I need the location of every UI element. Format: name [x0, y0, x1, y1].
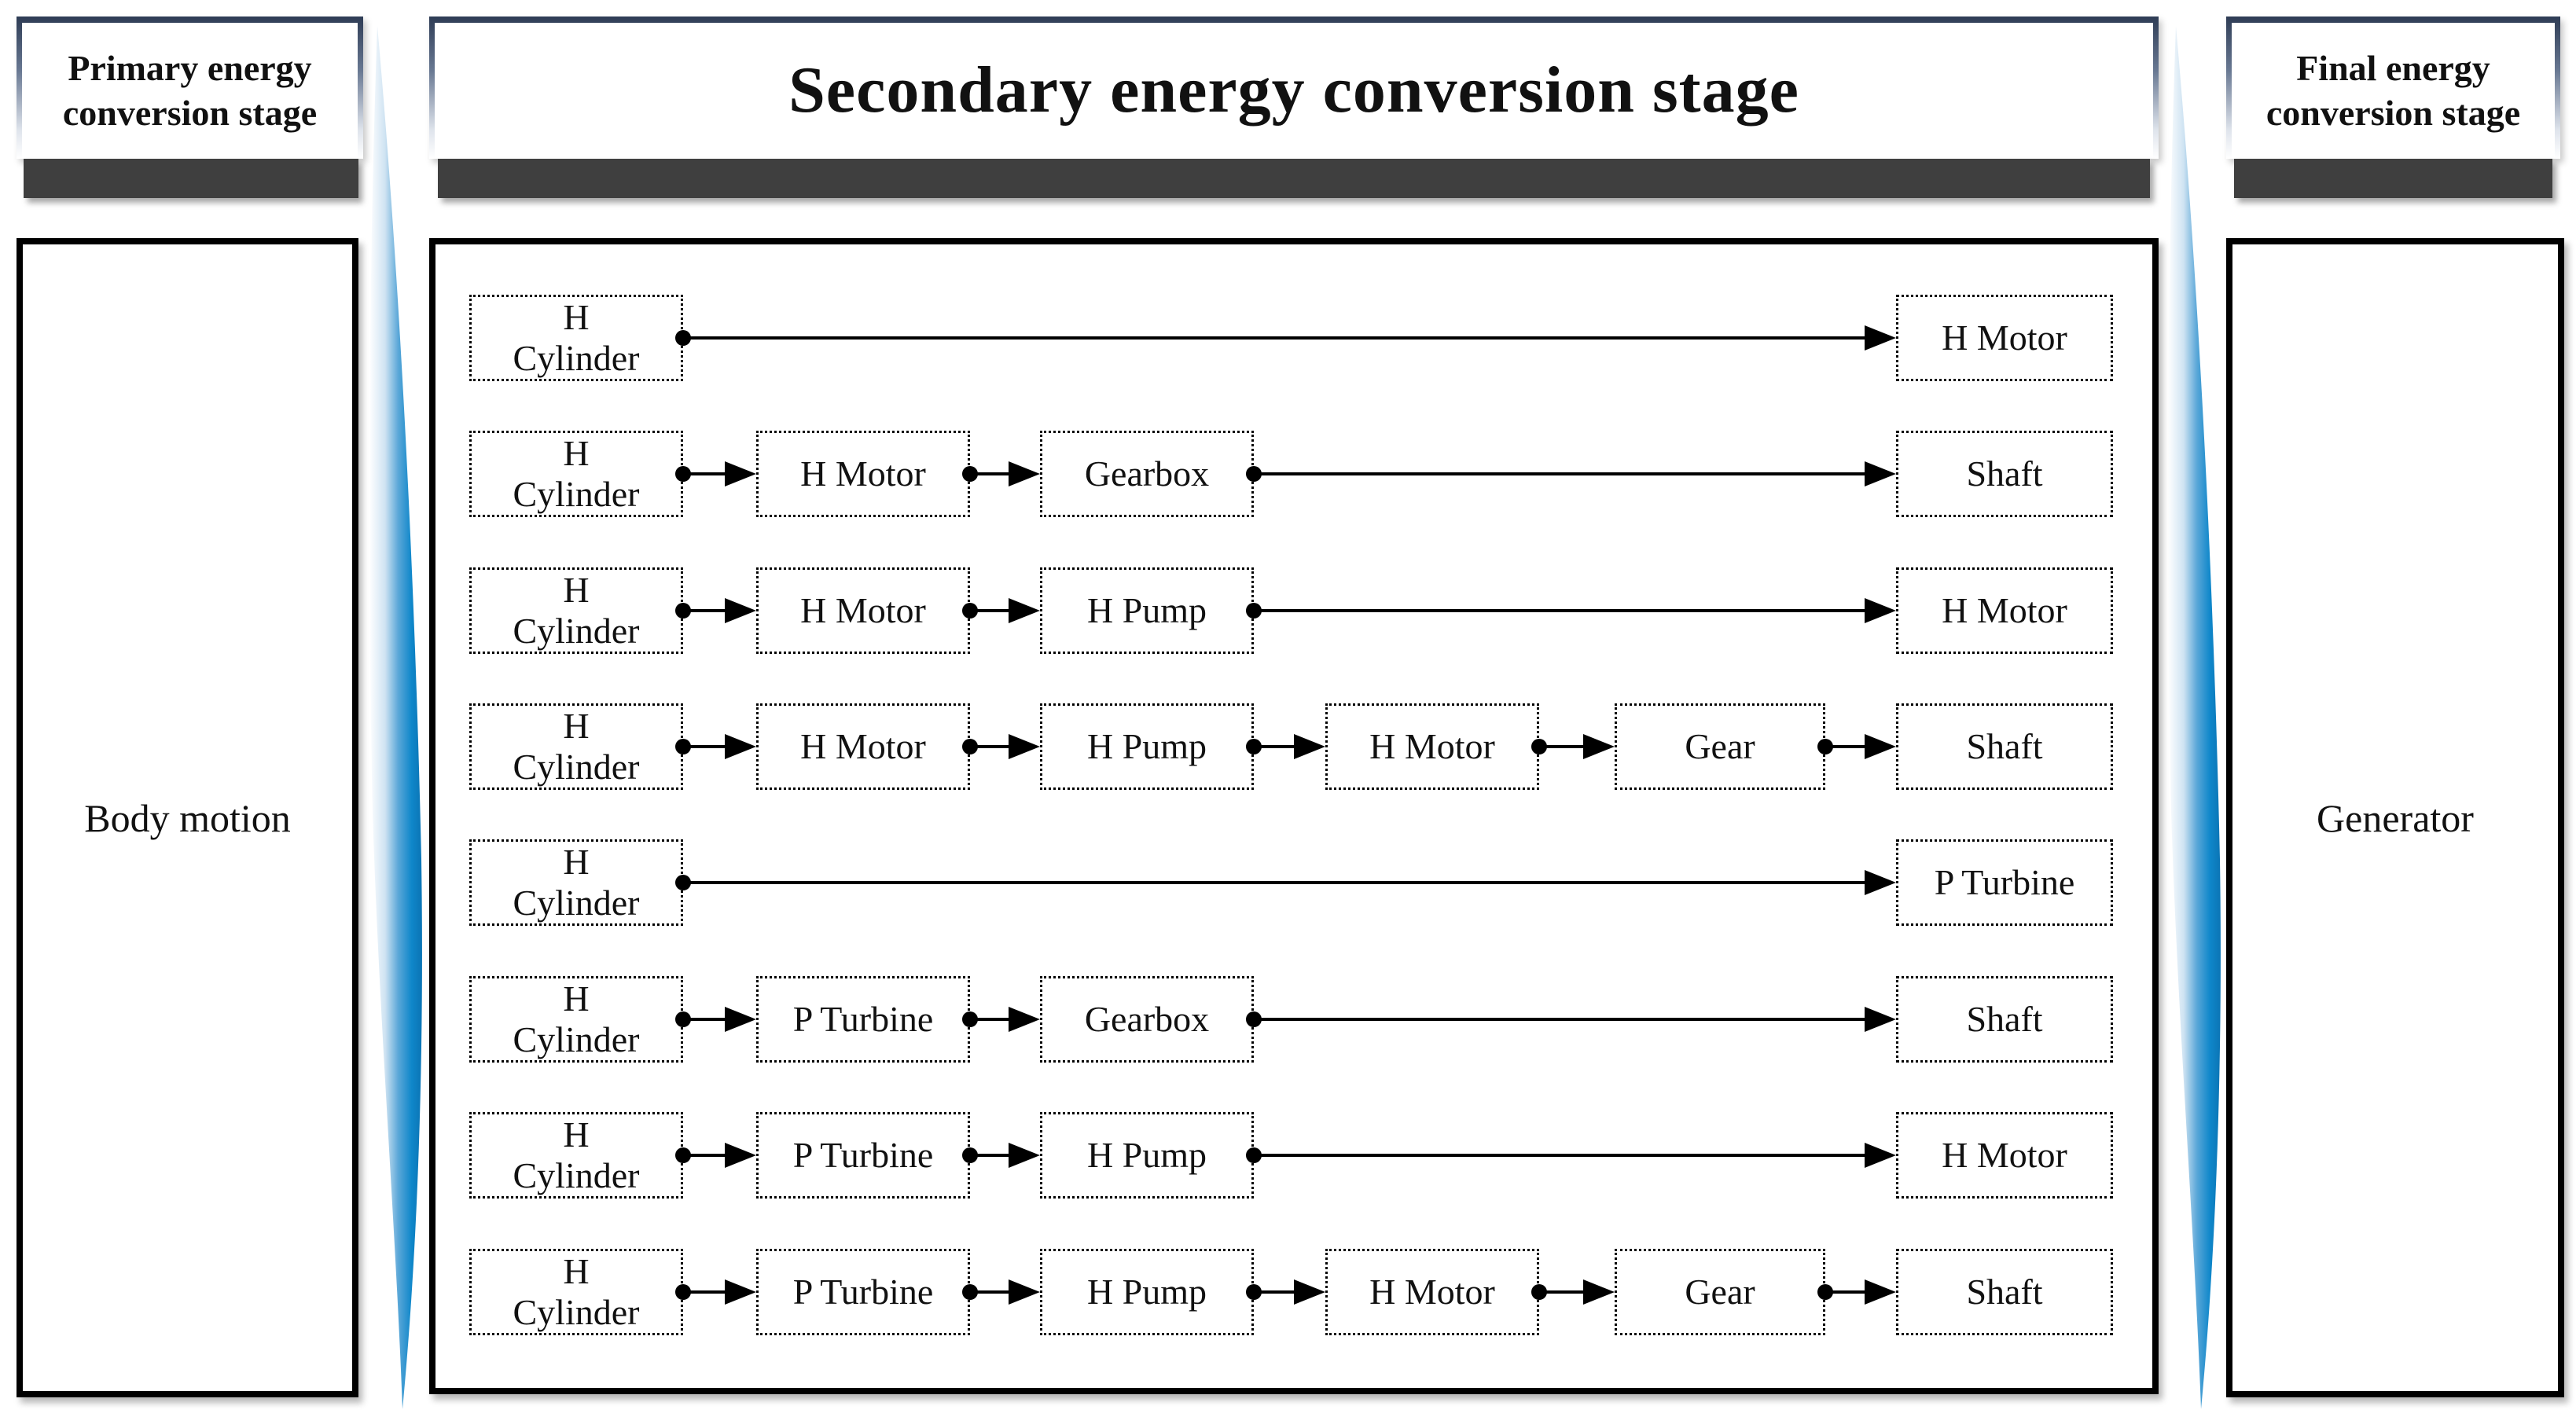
arrowhead-icon — [1865, 1007, 1896, 1032]
secondary-stage-title: Secondary energy conversion stage — [788, 53, 1799, 127]
arrowhead-icon — [1009, 1279, 1040, 1305]
flow-box: H Cylinder — [469, 1249, 683, 1335]
primary-stage-panel-label: Body motion — [84, 795, 291, 840]
secondary-stage-header-inner: Secondary energy conversion stage — [435, 23, 2153, 159]
energy-flow-swoosh-right — [2167, 26, 2221, 1409]
flow-box: H Motor — [756, 431, 970, 517]
arrowhead-icon — [1865, 461, 1896, 486]
flow-box: H Pump — [1040, 703, 1254, 790]
flow-box: Gear — [1615, 703, 1825, 790]
arrowhead-icon — [1865, 1279, 1896, 1305]
flow-box: H Motor — [1325, 703, 1539, 790]
flow-box: H Motor — [1896, 567, 2113, 654]
final-stage-bar — [2234, 159, 2552, 198]
connector-line — [683, 609, 729, 612]
arrowhead-icon — [1583, 1279, 1615, 1305]
flow-box: Shaft — [1896, 976, 2113, 1063]
flow-box: H Motor — [1325, 1249, 1539, 1335]
arrowhead-icon — [1009, 734, 1040, 759]
connector-line — [1254, 609, 1869, 612]
flow-box: H Motor — [756, 567, 970, 654]
flow-box: P Turbine — [1896, 839, 2113, 926]
flow-box: Shaft — [1896, 1249, 2113, 1335]
flow-box: H Cylinder — [469, 295, 683, 381]
connector-line — [970, 1290, 1013, 1294]
connector-line — [1254, 1018, 1869, 1021]
connector-line — [970, 745, 1013, 748]
arrowhead-icon — [1865, 734, 1896, 759]
arrowhead-icon — [1009, 1007, 1040, 1032]
flow-box: H Motor — [756, 703, 970, 790]
secondary-stage-bar — [438, 159, 2150, 198]
connector-line — [683, 336, 1869, 340]
connector-line — [970, 1154, 1013, 1157]
arrowhead-icon — [1865, 598, 1896, 623]
connector-line — [1539, 1290, 1588, 1294]
connector-line — [970, 472, 1013, 475]
primary-stage-header-inner: Primary energy conversion stage — [22, 23, 358, 159]
connector-line — [683, 1018, 729, 1021]
flow-box: P Turbine — [756, 976, 970, 1063]
arrowhead-icon — [1583, 734, 1615, 759]
connector-line — [1254, 745, 1299, 748]
flow-box: H Motor — [1896, 295, 2113, 381]
connector-line — [970, 609, 1013, 612]
arrowhead-icon — [1865, 325, 1896, 351]
connector-line — [683, 881, 1869, 884]
primary-stage-panel: Body motion — [17, 238, 358, 1397]
flow-box: P Turbine — [756, 1112, 970, 1199]
primary-stage-header: Primary energy conversion stage — [17, 17, 363, 159]
flow-box: Shaft — [1896, 703, 2113, 790]
connector-line — [683, 472, 729, 475]
arrowhead-icon — [725, 598, 756, 623]
arrowhead-icon — [1865, 870, 1896, 895]
connector-line — [1825, 1290, 1869, 1294]
connector-line — [683, 1290, 729, 1294]
arrowhead-icon — [1009, 1143, 1040, 1168]
flow-box: H Pump — [1040, 1112, 1254, 1199]
primary-stage-bar — [24, 159, 358, 198]
final-stage-panel-label: Generator — [2317, 795, 2474, 840]
flow-box: Shaft — [1896, 431, 2113, 517]
arrowhead-icon — [725, 461, 756, 486]
connector-line — [970, 1018, 1013, 1021]
connector-line — [1254, 472, 1869, 475]
final-stage-panel: Generator — [2226, 238, 2564, 1397]
secondary-stage-header: Secondary energy conversion stage — [429, 17, 2159, 159]
arrowhead-icon — [1009, 461, 1040, 486]
flow-box: H Pump — [1040, 567, 1254, 654]
flow-box: Gearbox — [1040, 431, 1254, 517]
connector-line — [1254, 1290, 1299, 1294]
flow-box: H Cylinder — [469, 839, 683, 926]
connector-line — [1539, 745, 1588, 748]
flow-box: P Turbine — [756, 1249, 970, 1335]
arrowhead-icon — [725, 1143, 756, 1168]
flow-box: Gearbox — [1040, 976, 1254, 1063]
final-stage-header-inner: Final energy conversion stage — [2232, 23, 2555, 159]
secondary-stage-panel — [429, 238, 2159, 1394]
arrowhead-icon — [725, 1279, 756, 1305]
connector-line — [683, 745, 729, 748]
arrowhead-icon — [1865, 1143, 1896, 1168]
final-stage-header: Final energy conversion stage — [2226, 17, 2560, 159]
arrowhead-icon — [725, 1007, 756, 1032]
flow-box: H Cylinder — [469, 1112, 683, 1199]
flow-box: H Cylinder — [469, 976, 683, 1063]
flow-box: H Pump — [1040, 1249, 1254, 1335]
primary-stage-title: Primary energy conversion stage — [62, 48, 318, 133]
connector-line — [1825, 745, 1869, 748]
energy-flow-swoosh-left — [369, 26, 422, 1409]
arrowhead-icon — [1294, 734, 1325, 759]
flow-box: H Cylinder — [469, 431, 683, 517]
connector-line — [683, 1154, 729, 1157]
flow-box: H Cylinder — [469, 703, 683, 790]
flow-box: Gear — [1615, 1249, 1825, 1335]
arrowhead-icon — [1009, 598, 1040, 623]
connector-line — [1254, 1154, 1869, 1157]
final-stage-title: Final energy conversion stage — [2265, 48, 2521, 133]
flow-box: H Cylinder — [469, 567, 683, 654]
arrowhead-icon — [1294, 1279, 1325, 1305]
arrowhead-icon — [725, 734, 756, 759]
flow-box: H Motor — [1896, 1112, 2113, 1199]
